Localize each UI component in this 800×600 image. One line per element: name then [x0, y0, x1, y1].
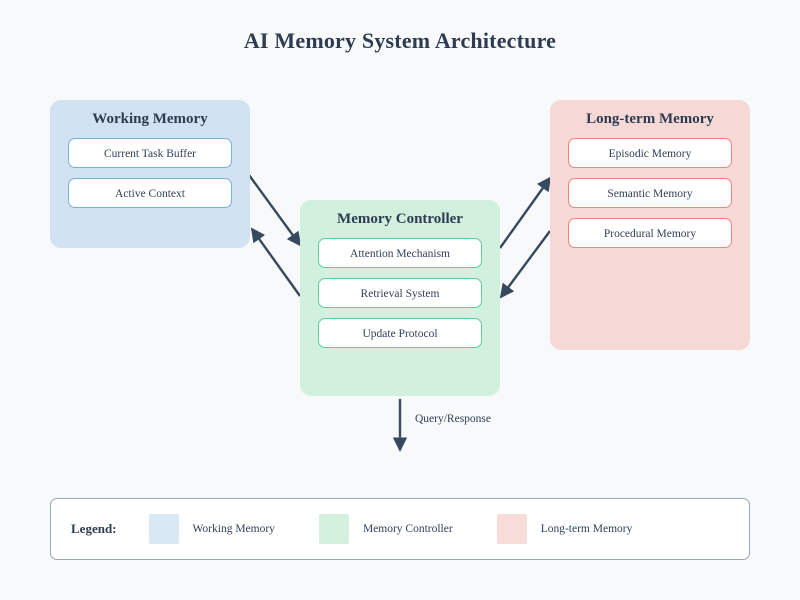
- group-title-long-term-memory: Long-term Memory: [586, 111, 714, 127]
- arrow-controller-to-working: [250, 227, 301, 297]
- legend: Legend: Working Memory Memory Controller…: [50, 498, 750, 560]
- arrow-working-to-controller: [248, 174, 302, 247]
- group-working-memory[interactable]: Working Memory Current Task Buffer Activ…: [50, 100, 250, 248]
- legend-entry-long-term-memory: Long-term Memory: [496, 514, 633, 544]
- node-retrieval-system[interactable]: Retrieval System: [318, 278, 482, 308]
- group-items-working-memory: Current Task Buffer Active Context: [50, 138, 250, 208]
- legend-title: Legend:: [71, 521, 117, 536]
- query-response-label: Query/Response: [415, 413, 492, 425]
- page-title: AI Memory System Architecture: [243, 28, 557, 53]
- group-title-memory-controller: Memory Controller: [337, 211, 463, 227]
- node-current-task-buffer[interactable]: Current Task Buffer: [68, 138, 232, 168]
- node-episodic-memory[interactable]: Episodic Memory: [568, 138, 732, 168]
- legend-entry-working-memory: Working Memory: [148, 514, 275, 544]
- legend-swatch-working-memory: [148, 514, 179, 544]
- group-items-memory-controller: Attention Mechanism Retrieval System Upd…: [300, 238, 500, 348]
- arrow-controller-to-longterm: [499, 176, 552, 249]
- group-long-term-memory[interactable]: Long-term Memory Episodic Memory Semanti…: [550, 100, 750, 350]
- group-items-long-term-memory: Episodic Memory Semantic Memory Procedur…: [550, 138, 750, 248]
- node-semantic-memory[interactable]: Semantic Memory: [568, 178, 732, 208]
- arrow-longterm-to-controller: [499, 230, 551, 299]
- node-update-protocol[interactable]: Update Protocol: [318, 318, 482, 348]
- node-attention-mechanism[interactable]: Attention Mechanism: [318, 238, 482, 268]
- legend-label-memory-controller: Memory Controller: [362, 523, 453, 535]
- node-procedural-memory[interactable]: Procedural Memory: [568, 218, 732, 248]
- group-memory-controller[interactable]: Memory Controller Attention Mechanism Re…: [300, 200, 500, 396]
- node-active-context[interactable]: Active Context: [68, 178, 232, 208]
- legend-swatch-long-term-memory: [496, 514, 527, 544]
- legend-label-long-term-memory: Long-term Memory: [540, 523, 633, 535]
- legend-label-working-memory: Working Memory: [192, 523, 275, 535]
- group-title-working-memory: Working Memory: [92, 111, 208, 127]
- legend-swatch-memory-controller: [318, 514, 349, 544]
- legend-entry-memory-controller: Memory Controller: [318, 514, 453, 544]
